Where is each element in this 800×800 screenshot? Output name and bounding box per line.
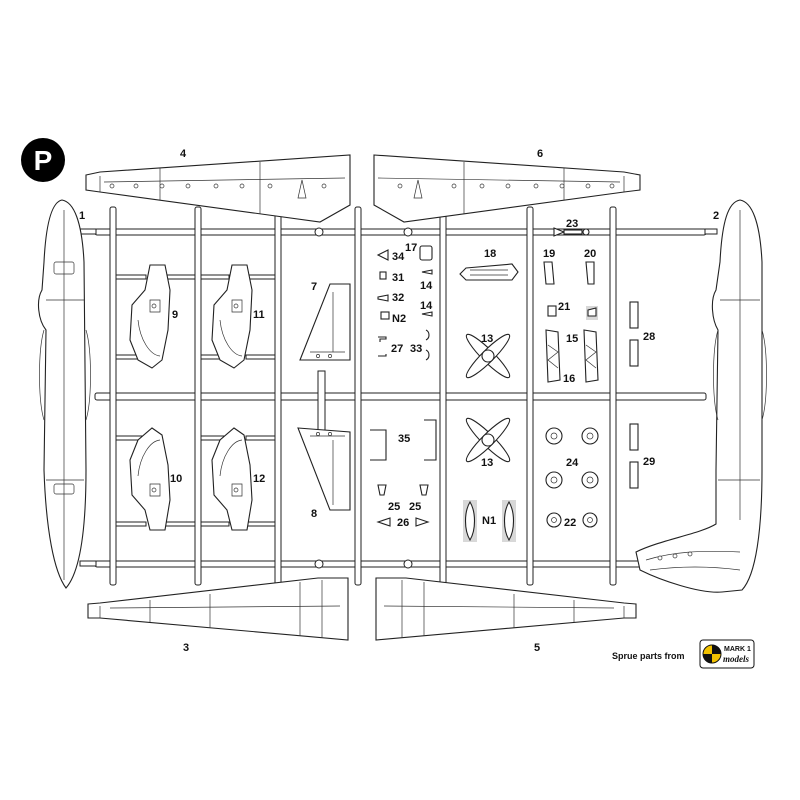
label-34: 34 (392, 251, 405, 263)
label-3: 3 (183, 642, 189, 654)
part-4-wing-upper-left (85, 154, 351, 223)
part-21 (547, 305, 598, 320)
label-26: 26 (397, 517, 409, 529)
label-14-lower: 14 (420, 300, 433, 312)
part-13-propeller-upper (465, 333, 511, 379)
part-12-nacelle (211, 427, 253, 531)
part-5-wing-lower-right (375, 577, 637, 641)
label-11: 11 (253, 309, 265, 321)
label-27: 27 (391, 343, 403, 355)
label-N1: N1 (482, 515, 496, 527)
part-18 (459, 263, 519, 281)
label-25-left: 25 (388, 501, 400, 513)
sheet-badge: P (21, 138, 65, 182)
label-28: 28 (643, 331, 655, 343)
part-29 (629, 423, 639, 489)
label-6: 6 (537, 148, 543, 160)
label-21: 21 (558, 301, 570, 313)
label-29: 29 (643, 456, 655, 468)
part-9-nacelle (129, 264, 171, 369)
part-16 (583, 329, 599, 383)
label-N2: N2 (392, 313, 406, 325)
part-22-wheels (546, 512, 598, 528)
part-8-tail-panel (297, 427, 351, 511)
part-24-wheels (545, 427, 599, 489)
label-25-right: 25 (409, 501, 421, 513)
part-7-tail-panel (299, 283, 351, 361)
label-8: 8 (311, 508, 317, 520)
label-31: 31 (392, 272, 404, 284)
label-23: 23 (566, 218, 578, 230)
label-22: 22 (564, 517, 576, 529)
part-2-fuselage-right (635, 199, 767, 593)
sheet-letter: P (34, 145, 53, 176)
part-20 (585, 261, 595, 285)
logo-bottom-text: models (723, 654, 749, 664)
label-24: 24 (566, 457, 579, 469)
part-11-nacelle (211, 264, 253, 369)
label-9: 9 (172, 309, 178, 321)
part-3-wing-lower-left (87, 577, 349, 641)
part-1-fuselage-left (37, 199, 91, 589)
part-10-nacelle (129, 427, 171, 531)
label-33: 33 (410, 343, 422, 355)
label-20: 20 (584, 248, 596, 260)
mark1-logo: MARK 1 models (699, 639, 755, 669)
label-13-upper: 13 (481, 333, 493, 345)
label-32: 32 (392, 292, 404, 304)
label-14-upper: 14 (420, 280, 433, 292)
label-17: 17 (405, 242, 417, 254)
credit-block: Sprue parts from MARK 1 models (612, 639, 755, 669)
label-35: 35 (398, 433, 410, 445)
part-15 (545, 329, 561, 383)
label-18: 18 (484, 248, 496, 260)
label-10: 10 (170, 473, 182, 485)
label-15: 15 (566, 333, 578, 345)
small-parts-column (370, 245, 437, 527)
label-12: 12 (253, 473, 265, 485)
part-28 (629, 301, 639, 367)
label-7: 7 (311, 281, 317, 293)
label-16: 16 (563, 373, 575, 385)
label-13-lower: 13 (481, 457, 493, 469)
label-4: 4 (180, 148, 187, 160)
part-13-propeller-lower (465, 417, 511, 463)
credit-text: Sprue parts from (612, 651, 685, 661)
label-19: 19 (543, 248, 555, 260)
part-N1 (463, 500, 516, 542)
part-19 (543, 261, 555, 285)
logo-top-text: MARK 1 (724, 646, 751, 653)
label-2: 2 (713, 210, 719, 222)
part-6-wing-upper-right (373, 154, 641, 223)
runner-frame (79, 206, 718, 586)
part-labels: 1 2 3 4 5 6 7 8 9 10 11 12 13 13 14 14 1… (79, 148, 719, 654)
label-5: 5 (534, 642, 540, 654)
label-1: 1 (79, 210, 85, 222)
part-23 (553, 227, 590, 237)
